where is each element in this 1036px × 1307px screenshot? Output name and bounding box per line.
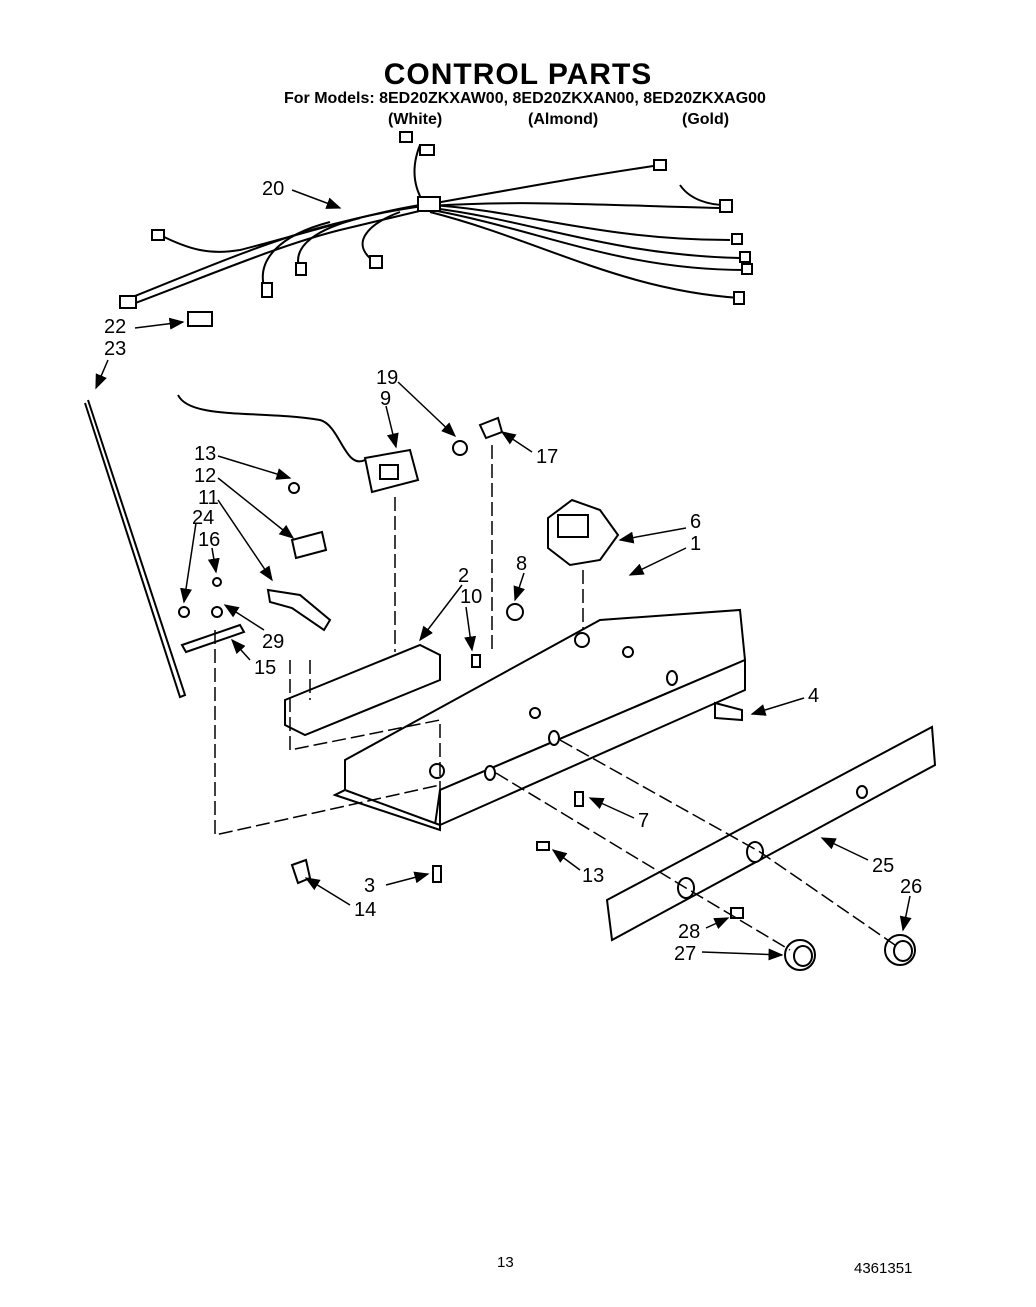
wire-harness: [124, 144, 746, 306]
bracket-part-2: [284, 643, 441, 737]
callout-3: 3: [364, 875, 375, 897]
callout-11: 11: [198, 487, 219, 509]
color-gold: (Gold): [682, 111, 730, 128]
callout-14: 14: [354, 899, 376, 921]
callout-9: 9: [380, 388, 391, 410]
callout-2: 2: [458, 565, 469, 587]
callout-12: 12: [194, 465, 216, 487]
timer-part-6: [547, 498, 620, 567]
callout-17: 17: [536, 446, 558, 468]
screws: [432, 654, 584, 883]
callout-6: 6: [690, 511, 701, 533]
color-almond: (Almond): [528, 111, 599, 128]
page-title: CONTROL PARTS: [383, 58, 653, 91]
callout-20: 20: [262, 178, 284, 200]
callout-15: 15: [254, 657, 276, 679]
thermostat-part-11: [266, 482, 332, 632]
callout-10: 10: [460, 586, 482, 608]
color-white: (White): [388, 111, 443, 128]
callout-25: 25: [872, 855, 894, 877]
part-number: 4361351: [854, 1260, 913, 1277]
clip-part-22: [187, 311, 213, 327]
callout-26: 26: [900, 876, 922, 898]
control-housing-part-1: [332, 608, 747, 832]
callout-28: 28: [678, 921, 700, 943]
rod-part-23: [84, 399, 187, 699]
callout-8: 8: [516, 553, 527, 575]
models-line: For Models: 8ED20ZKXAW00, 8ED20ZKXAN00, …: [284, 90, 766, 107]
callout-29: 29: [262, 631, 284, 653]
callout-24: 24: [192, 507, 214, 529]
callout-19: 19: [376, 367, 398, 389]
callout-13: 13: [194, 443, 216, 465]
callout-13b: 13: [582, 865, 604, 887]
callout-27: 27: [674, 943, 696, 965]
callout-7: 7: [638, 810, 649, 832]
damper-parts: [178, 577, 246, 654]
bulb-part-19: [452, 416, 504, 456]
grommet-part-8: [506, 603, 524, 621]
alignment-lines: [214, 445, 896, 951]
control-panel-part-25: [605, 725, 937, 942]
page-number: 13: [497, 1254, 514, 1271]
harness-connectors: [119, 131, 753, 309]
callout-22: 22: [104, 316, 126, 338]
callout-23: 23: [104, 338, 126, 360]
relay-part-9: [363, 448, 420, 494]
callout-1: 1: [690, 533, 701, 555]
callout-labels: 20 22 23 19 9 17 13 12 11 24 16 6 1 2 10…: [104, 178, 922, 965]
callout-16: 16: [198, 529, 220, 551]
callout-4: 4: [808, 685, 819, 707]
leader-lines: [95, 189, 912, 961]
switch-part-4: [714, 701, 743, 722]
